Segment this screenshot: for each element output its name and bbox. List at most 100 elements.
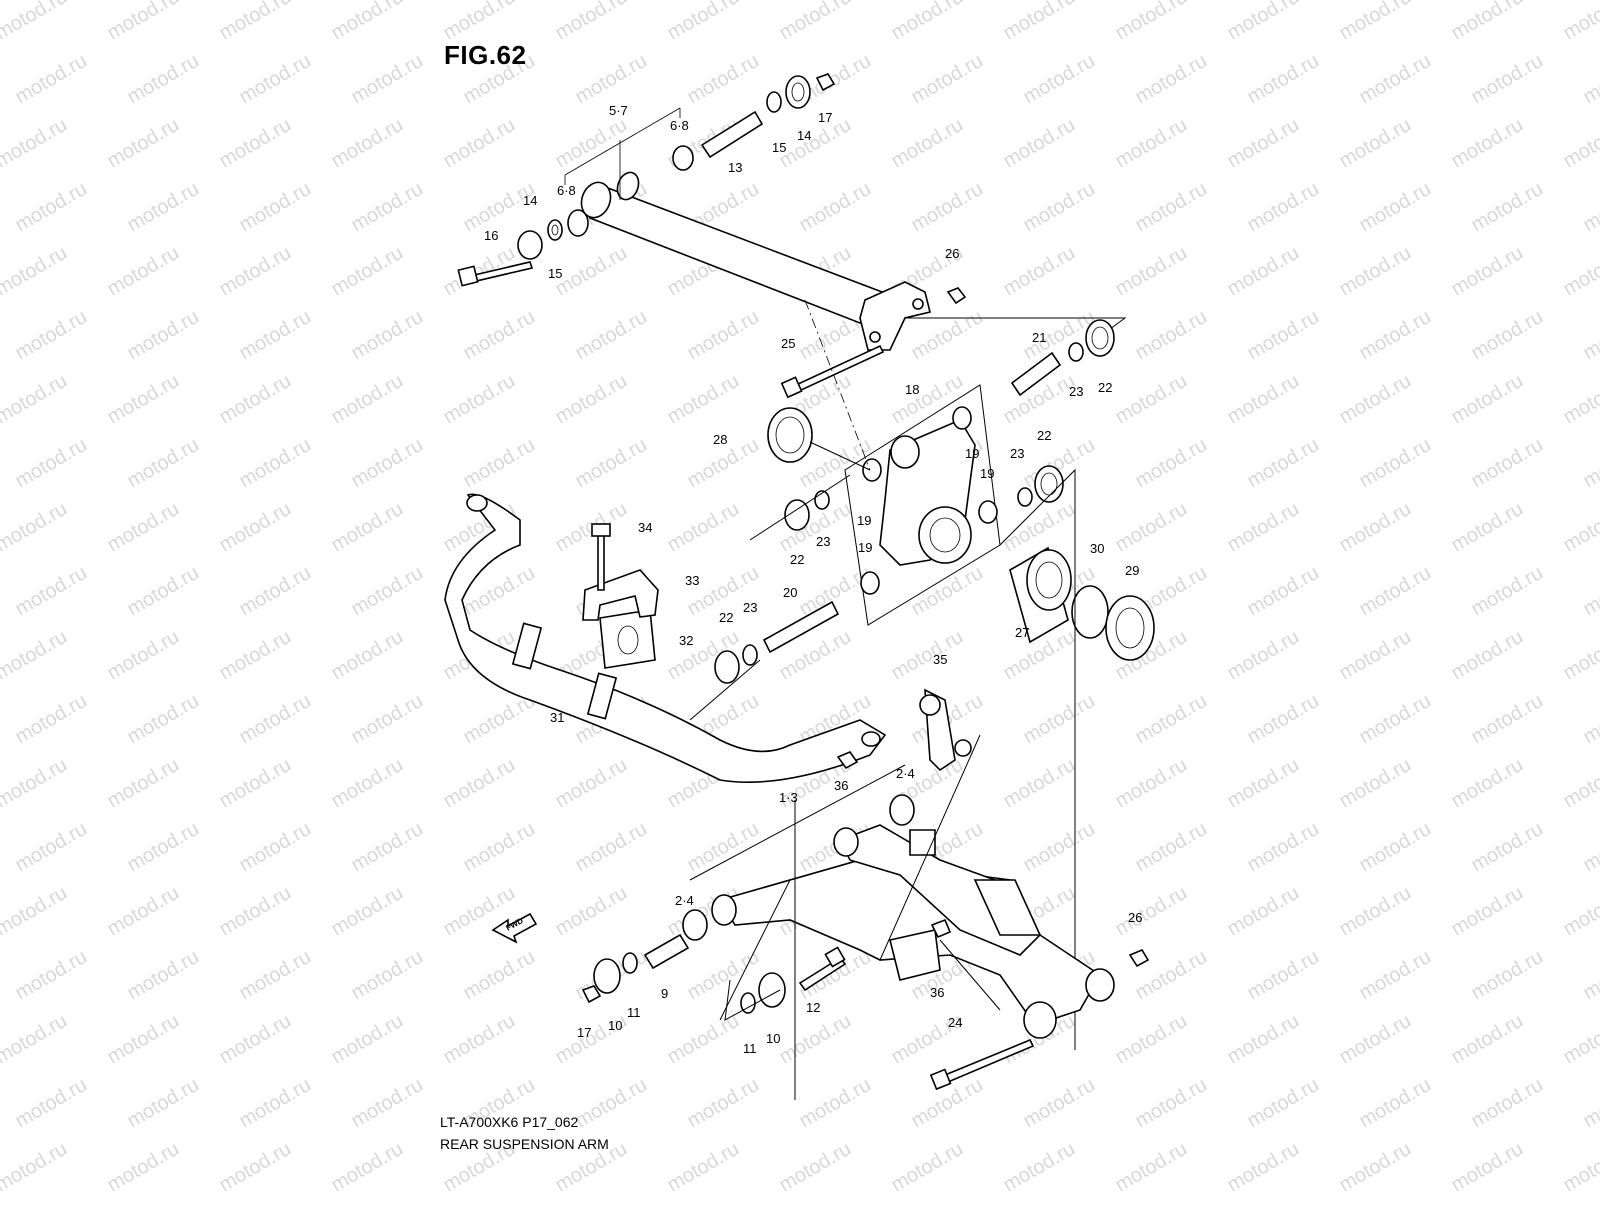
watermark-text: motod.ru — [1132, 818, 1211, 877]
watermark-text: motod.ru — [1448, 242, 1527, 301]
watermark-text: motod.ru — [1468, 946, 1547, 1005]
watermark-text: motod.ru — [1112, 754, 1191, 813]
callout-23-right: 23 — [1010, 446, 1024, 461]
watermark-text: motod.ru — [328, 1010, 407, 1069]
watermark-text: motod.ru — [440, 754, 519, 813]
watermark-text: motod.ru — [124, 50, 203, 109]
watermark-text: motod.ru — [1000, 114, 1079, 173]
watermark-text: motod.ru — [104, 370, 183, 429]
watermark-text: motod.ru — [1336, 498, 1415, 557]
watermark-text: motod.ru — [216, 1010, 295, 1069]
callout-10-lower: 10 — [766, 1031, 780, 1046]
callout-32: 32 — [679, 633, 693, 648]
watermark-text: motod.ru — [1448, 1138, 1527, 1197]
callout-13: 13 — [728, 160, 742, 175]
watermark-text: motod.ru — [0, 370, 71, 429]
callout-36-upper: 36 — [834, 778, 848, 793]
watermark-text: motod.ru — [1244, 818, 1323, 877]
watermark-text: motod.ru — [216, 626, 295, 685]
callout-19-lower: 19 — [858, 540, 872, 555]
watermark-text: motod.ru — [1560, 0, 1600, 44]
watermark-text: motod.ru — [1224, 242, 1303, 301]
callout-29: 29 — [1125, 563, 1139, 578]
callout-1-3: 1·3 — [779, 790, 798, 805]
watermark-text: motod.ru — [0, 114, 71, 173]
watermark-text: motod.ru — [348, 1074, 427, 1133]
watermark-text: motod.ru — [572, 1074, 651, 1133]
watermark-text: motod.ru — [888, 0, 967, 44]
callout-14-top: 14 — [797, 128, 811, 143]
watermark-text: motod.ru — [776, 114, 855, 173]
watermark-text: motod.ru — [1244, 434, 1323, 493]
watermark-text: motod.ru — [572, 50, 651, 109]
callout-28: 28 — [713, 432, 727, 447]
watermark-text: motod.ru — [328, 498, 407, 557]
watermark-text: motod.ru — [12, 50, 91, 109]
watermark-text: motod.ru — [1356, 306, 1435, 365]
watermark-text: motod.ru — [440, 1010, 519, 1069]
callout-10-left: 10 — [608, 1018, 622, 1033]
watermark-text: motod.ru — [1000, 754, 1079, 813]
watermark-text: motod.ru — [796, 1074, 875, 1133]
watermark-text: motod.ru — [888, 114, 967, 173]
section-title: REAR SUSPENSION ARM — [440, 1136, 609, 1152]
watermark-text: motod.ru — [1356, 690, 1435, 749]
callout-27: 27 — [1015, 625, 1029, 640]
watermark-text: motod.ru — [1468, 690, 1547, 749]
watermark-text: motod.ru — [1336, 242, 1415, 301]
watermark-text: motod.ru — [104, 1138, 183, 1197]
callout-17-lower: 17 — [577, 1025, 591, 1040]
watermark-text: motod.ru — [796, 178, 875, 237]
watermark-text: motod.ru — [1356, 562, 1435, 621]
watermark-text: motod.ru — [0, 754, 71, 813]
watermark-text: motod.ru — [0, 242, 71, 301]
callout-11-left: 11 — [627, 1005, 641, 1020]
watermark-text: motod.ru — [124, 1074, 203, 1133]
figure-title: FIG.62 — [444, 40, 526, 71]
watermark-text: motod.ru — [908, 50, 987, 109]
watermark-text: motod.ru — [104, 626, 183, 685]
watermark-text: motod.ru — [1224, 0, 1303, 44]
watermark-text: motod.ru — [1468, 818, 1547, 877]
watermark-text: motod.ru — [888, 1138, 967, 1197]
watermark-text: motod.ru — [104, 754, 183, 813]
watermark-text: motod.ru — [552, 498, 631, 557]
watermark-text: motod.ru — [1448, 626, 1527, 685]
watermark-text: motod.ru — [1468, 306, 1547, 365]
watermark-text: motod.ru — [1448, 498, 1527, 557]
watermark-text: motod.ru — [236, 434, 315, 493]
watermark-text: motod.ru — [1020, 1074, 1099, 1133]
callout-6-8-top: 6·8 — [670, 118, 689, 133]
watermark-text: motod.ru — [440, 370, 519, 429]
watermark-text: motod.ru — [1336, 1010, 1415, 1069]
watermark-text: motod.ru — [328, 626, 407, 685]
watermark-text: motod.ru — [1244, 690, 1323, 749]
callout-6-8-left: 6·8 — [557, 183, 576, 198]
watermark-text: motod.ru — [1224, 1138, 1303, 1197]
watermark-text: motod.ru — [552, 0, 631, 44]
callout-23-mid: 23 — [743, 600, 757, 615]
watermark-text: motod.ru — [348, 434, 427, 493]
watermark-text: motod.ru — [12, 434, 91, 493]
watermark-text: motod.ru — [348, 306, 427, 365]
watermark-text: motod.ru — [328, 242, 407, 301]
watermark-text: motod.ru — [0, 0, 71, 44]
model-code: LT-A700XK6 P17_062 — [440, 1114, 578, 1130]
watermark-text: motod.ru — [12, 1074, 91, 1133]
callout-2-4-upper: 2·4 — [896, 766, 915, 781]
watermark-text: motod.ru — [104, 498, 183, 557]
watermark-text: motod.ru — [1336, 1138, 1415, 1197]
callout-23-left: 23 — [816, 534, 830, 549]
watermark-text: motod.ru — [348, 50, 427, 109]
watermark-text: motod.ru — [1244, 562, 1323, 621]
watermark-text: motod.ru — [460, 946, 539, 1005]
watermark-text: motod.ru — [1468, 562, 1547, 621]
watermark-text: motod.ru — [124, 690, 203, 749]
callout-34: 34 — [638, 520, 652, 535]
watermark-text: motod.ru — [124, 178, 203, 237]
watermark-text: motod.ru — [216, 242, 295, 301]
callout-15-top: 15 — [772, 140, 786, 155]
watermark-text: motod.ru — [216, 754, 295, 813]
watermark-text: motod.ru — [1000, 498, 1079, 557]
